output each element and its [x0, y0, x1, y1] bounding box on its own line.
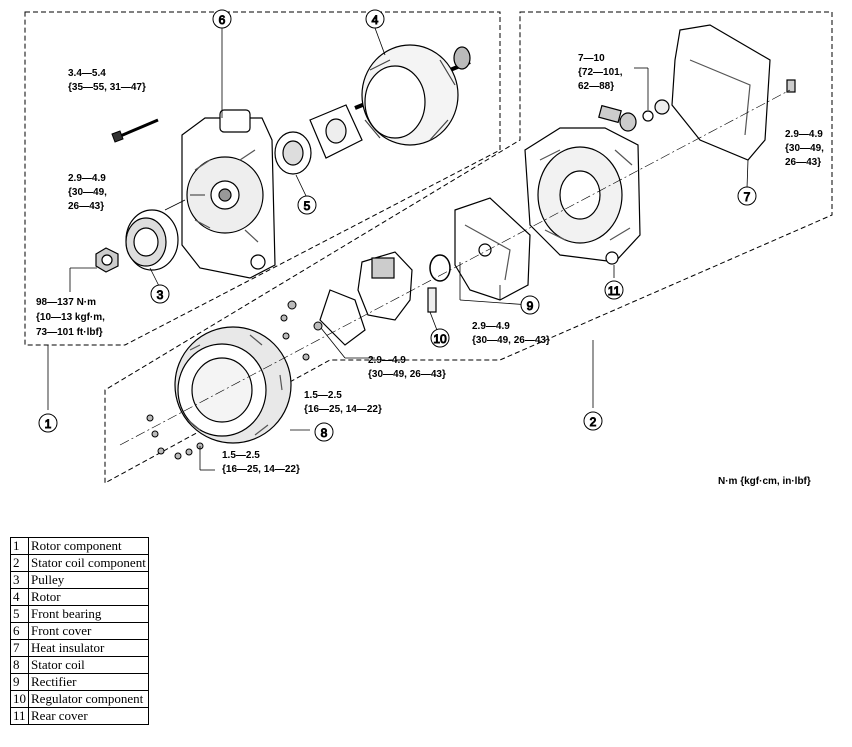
svg-text:1: 1 [45, 417, 52, 431]
callout-3: 3 [150, 284, 170, 304]
heat-insulator [671, 24, 771, 161]
torque-labels: 3.4—5.4 {35—55, 31—47} 2.9—4.9 {30—49, 2… [36, 53, 827, 487]
svg-text:2: 2 [590, 415, 597, 429]
units-note: N·m {kgf·cm, in·lbf} [718, 476, 811, 487]
torque-terminal: 7—10 {72—101, 62—88} [578, 53, 625, 92]
rotor [354, 44, 471, 146]
callout-5: 5 [297, 195, 317, 215]
legend-part-name: Rear cover [28, 707, 149, 725]
torque-rectifier: 2.9—4.9 {30—49, 26—43} [472, 321, 550, 346]
callout-6: 6 [212, 9, 232, 29]
torque-cover-screw: 2.9—4.9 {30—49, 26—43} [785, 129, 827, 168]
legend-part-name: Heat insulator [28, 639, 149, 657]
legend-number: 5 [10, 605, 29, 623]
callout-2: 2 [583, 411, 603, 431]
callout-10: 10 [430, 328, 450, 348]
legend-part-name: Rectifier [28, 673, 149, 691]
torque-pulley-nut: 98—137 N·m {10—13 kgf·m, 73—101 ft·lbf} [36, 297, 108, 338]
stator-group-outline [104, 11, 833, 484]
svg-text:8: 8 [321, 426, 328, 440]
legend-part-name: Rotor component [28, 537, 149, 555]
callout-4: 4 [365, 9, 385, 29]
legend-part-name: Pulley [28, 571, 149, 589]
cover-screw [786, 79, 796, 93]
exploded-alternator-diagram: 6 4 5 3 7 11 9 10 8 1 2 3.4—5.4 {35—55, … [24, 9, 833, 487]
assembly-centerline [119, 89, 791, 446]
small-screws [146, 300, 323, 460]
legend-number: 7 [10, 639, 29, 657]
legend-number: 6 [10, 622, 29, 640]
callout-11: 11 [604, 280, 624, 300]
legend-part-name: Stator coil [28, 656, 149, 674]
rotor-group-outline [24, 11, 501, 346]
legend-number: 8 [10, 656, 29, 674]
callout-9: 9 [520, 295, 540, 315]
leader-lines [47, 27, 749, 471]
legend-part-name: Rotor [28, 588, 149, 606]
torque-rotor-bolt: 3.4—5.4 {35—55, 31—47} [68, 68, 146, 93]
front-bearing [274, 131, 312, 175]
svg-text:4: 4 [372, 13, 379, 27]
svg-text:5: 5 [304, 199, 311, 213]
callout-8: 8 [314, 422, 334, 442]
legend-number: 10 [10, 690, 29, 708]
svg-text:10: 10 [433, 332, 447, 346]
retainer-plate [309, 104, 363, 159]
rotor-bolt [111, 118, 159, 143]
svg-text:3: 3 [157, 288, 164, 302]
legend-number: 2 [10, 554, 29, 572]
torque-stator-a: 1.5—2.5 {16—25, 14—22} [304, 390, 382, 415]
rear-cover [524, 127, 641, 265]
legend-part-name: Front cover [28, 622, 149, 640]
legend-number: 4 [10, 588, 29, 606]
pulley-nut [95, 247, 119, 273]
legend-part-name: Stator coil component [28, 554, 149, 572]
rectifier [454, 197, 531, 301]
svg-text:6: 6 [219, 13, 226, 27]
terminal-parts [598, 99, 670, 132]
legend-number: 11 [10, 707, 29, 725]
pulley [125, 209, 179, 271]
front-cover [181, 109, 276, 279]
torque-front-screw: 2.9—4.9 {30—49, 26—43} [68, 173, 110, 212]
callout-7: 7 [737, 186, 757, 206]
seal-ring [429, 254, 451, 282]
callout-layer: 6 4 5 3 7 11 9 10 8 1 2 [38, 9, 757, 442]
legend-number: 9 [10, 673, 29, 691]
callout-1: 1 [38, 413, 58, 433]
svg-text:11: 11 [608, 284, 621, 298]
legend-number: 1 [10, 537, 29, 555]
torque-regulator: 2.9—4.9 {30—49, 26—43} [368, 355, 446, 380]
regulator [319, 251, 437, 346]
legend-number: 3 [10, 571, 29, 589]
svg-text:7: 7 [744, 190, 751, 204]
legend-part-name: Regulator component [28, 690, 149, 708]
legend-part-name: Front bearing [28, 605, 149, 623]
torque-stator-b: 1.5—2.5 {16—25, 14—22} [222, 450, 300, 475]
svg-text:9: 9 [527, 299, 534, 313]
